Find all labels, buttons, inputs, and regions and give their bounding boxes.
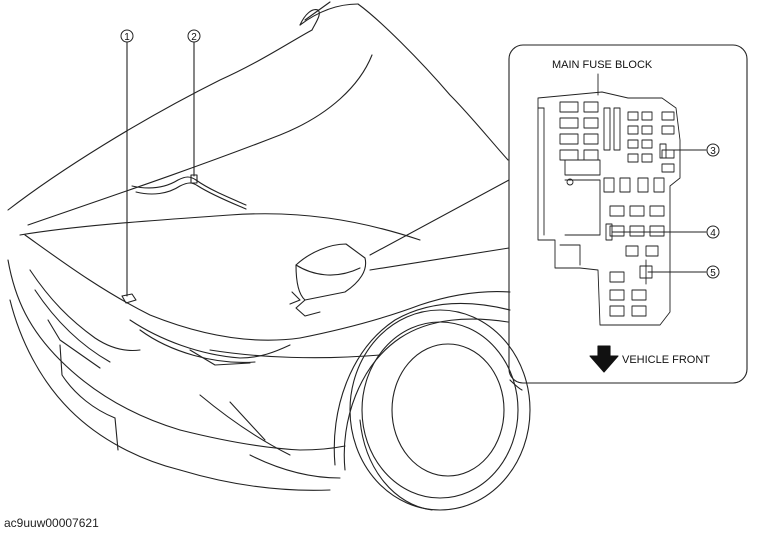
- callout-5-label: 5: [710, 268, 716, 279]
- callout-4-label: 4: [710, 228, 716, 239]
- callout-1-circle: [120, 29, 134, 43]
- direction-label: VEHICLE FRONT: [622, 354, 710, 366]
- inset-frame: [369, 44, 748, 384]
- callout-5-circle: [706, 265, 720, 279]
- callout-1-label: 1: [124, 32, 130, 43]
- car-front-illustration: [7, 1, 531, 511]
- callout-leaders: [126, 41, 195, 297]
- inset-title: MAIN FUSE BLOCK: [552, 59, 653, 71]
- callout-2-circle: [187, 29, 201, 43]
- main-fuse-block-detail: [537, 73, 707, 326]
- figure-id: ac9uuw00007621: [4, 516, 99, 530]
- callout-4-circle: [706, 225, 720, 239]
- callout-2-label: 2: [191, 32, 197, 43]
- callout-3-circle: [706, 143, 720, 157]
- arrow-down-icon: [589, 345, 619, 373]
- callout-3-label: 3: [710, 146, 716, 157]
